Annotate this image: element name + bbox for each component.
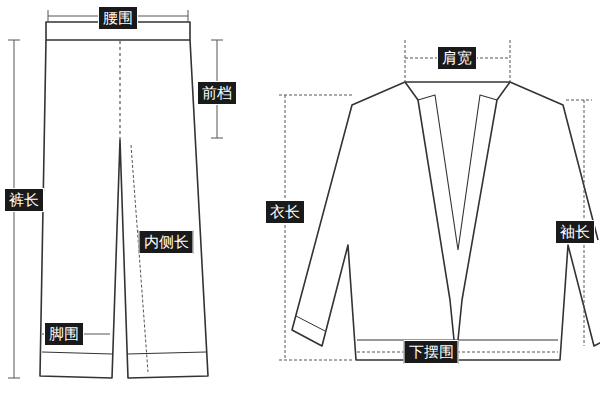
dimension-label: 裤长 <box>4 188 44 212</box>
dimension-label: 下摆围 <box>404 340 459 364</box>
dimension-label: 肩宽 <box>437 46 477 70</box>
dimension-lines <box>8 10 592 378</box>
dimension-label: 前档 <box>197 81 237 105</box>
dimension-label: 腰围 <box>98 6 138 30</box>
jacket-outline <box>292 82 600 360</box>
dimension-label: 衣长 <box>265 200 305 224</box>
dimension-label: 脚围 <box>44 322 84 346</box>
dimension-label: 内侧长 <box>139 230 194 254</box>
pants-outline <box>40 22 208 378</box>
dimension-label: 袖长 <box>555 220 595 244</box>
